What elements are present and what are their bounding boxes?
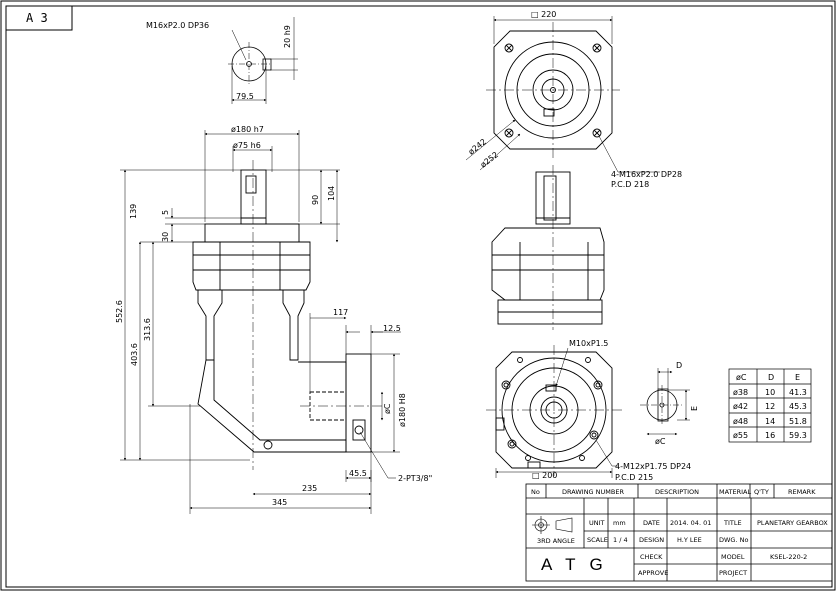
shaft-table-header: D (768, 373, 774, 382)
dim-235: 235 (302, 484, 317, 493)
tb-date-value: 2014. 04. 01 (670, 519, 711, 527)
tb-scale-label: SCALE (587, 536, 608, 544)
shaft-table-cell: 41.3 (789, 388, 807, 397)
shaft-table-cell: 10 (765, 388, 775, 397)
sheet-size-box (5, 5, 73, 31)
shaft-table-cell: ø42 (733, 402, 748, 411)
tb-header-description: DESCRIPTION (655, 488, 699, 496)
tb-date-label: DATE (643, 519, 660, 527)
tb-header-no: No (531, 488, 540, 496)
shaft-table-cell: 59.3 (789, 431, 807, 440)
keyway-c-label: øC (655, 437, 666, 446)
company-logo: ATG (541, 555, 617, 574)
dim-117: 117 (333, 308, 348, 317)
shaft-table-cell: 12 (765, 402, 775, 411)
dim-345: 345 (272, 498, 287, 507)
dim-d252: ø252 (479, 150, 500, 170)
front-view-top-dims (465, 16, 660, 173)
inner-border (5, 5, 833, 588)
tb-dwg-label: DWG. No (719, 536, 748, 544)
dim-d180h7: ø180 h7 (231, 125, 264, 134)
top-view-dim-width: 79.5 (236, 92, 254, 101)
tb-design-value: H.Y LEE (677, 536, 702, 544)
shaft-table-cell: ø55 (733, 431, 748, 440)
top-view-thread-callout: M16xP2.0 DP36 (146, 21, 209, 30)
tb-header-qty: Q'TY (754, 488, 769, 496)
dim-5: 5 (161, 210, 170, 215)
top-view (228, 17, 298, 104)
tb-unit-value: mm (613, 519, 626, 527)
dim-30: 30 (161, 232, 170, 242)
shaft-table-cell: 14 (765, 417, 775, 426)
dim-d180h8: ø180 H8 (398, 393, 407, 427)
sheet-size-label: A 3 (26, 11, 48, 25)
tap-callout: M10xP1.5 (569, 339, 608, 348)
dim-phi-c: øC (383, 403, 392, 414)
tb-title-value: PLANETARY GEARBOX (757, 519, 828, 527)
tb-design-label: DESIGN (639, 536, 664, 544)
tb-scale-value: 1 / 4 (613, 536, 628, 544)
tb-unit-label: UNIT (589, 519, 605, 527)
keyway-d-label: D (676, 361, 682, 370)
dim-403-6: 403.6 (130, 343, 139, 366)
front-view-top (486, 22, 620, 330)
port-callout: 2-PT3/8" (398, 474, 432, 483)
dim-104: 104 (327, 186, 336, 201)
shaft-table-header: øC (736, 373, 747, 382)
dim-square-200: □ 200 (532, 471, 557, 480)
side-view (192, 160, 384, 470)
shaft-table-cell: ø48 (733, 417, 748, 426)
tb-approve-label: APPROVE (638, 569, 668, 577)
front-view-bottom-dims (495, 347, 618, 478)
projection-symbol (532, 516, 573, 534)
dim-552-6: 552.6 (115, 300, 124, 323)
title-block: No DRAWING NUMBER DESCRIPTION MATERIAL Q… (525, 483, 833, 582)
shaft-table-cell: 16 (765, 431, 775, 440)
tb-projection: 3RD ANGLE (537, 537, 575, 545)
bolt2-pcd: P.C.D 215 (615, 473, 653, 482)
tb-title-label: TITLE (723, 519, 742, 527)
shaft-table-cell: 51.8 (789, 417, 807, 426)
bolt-callout: 4-M16xP2.0 DP28 (611, 170, 682, 179)
top-view-dim-height: 20 h9 (283, 25, 292, 48)
dim-square-220: □ 220 (531, 10, 556, 19)
tb-header-drawing-number: DRAWING NUMBER (562, 488, 624, 496)
dim-d75h6: ø75 h6 (233, 141, 261, 150)
dim-90: 90 (311, 195, 320, 205)
keyway-detail (640, 368, 690, 436)
tb-check-label: CHECK (640, 553, 663, 561)
tb-model-value: KSEL-220-2 (770, 553, 807, 561)
shaft-table: øC D E ø38 10 41.3 ø42 12 45.3 ø48 14 51… (728, 368, 812, 443)
dim-12-5: 12.5 (383, 324, 401, 333)
dim-313-6: 313.6 (143, 318, 152, 341)
dim-45-5: 45.5 (349, 469, 367, 478)
shaft-table-cell: ø38 (733, 388, 748, 397)
dim-d242: ø242 (467, 137, 488, 157)
keyway-e-label: E (690, 406, 699, 411)
bolt2-callout: 4-M12xP1.75 DP24 (615, 462, 691, 471)
tb-project-label: PROJECT (719, 569, 747, 577)
shaft-table-cell: 45.3 (789, 402, 807, 411)
tb-header-remark: REMARK (788, 488, 816, 496)
tb-model-label: MODEL (721, 553, 745, 561)
dim-139: 139 (129, 204, 138, 219)
front-view-bottom (486, 345, 622, 476)
bolt-pcd: P.C.D 218 (611, 180, 649, 189)
side-view-dimension-lines (120, 130, 401, 514)
tb-header-material: MATERIAL (719, 488, 752, 496)
shaft-table-header: E (795, 373, 800, 382)
